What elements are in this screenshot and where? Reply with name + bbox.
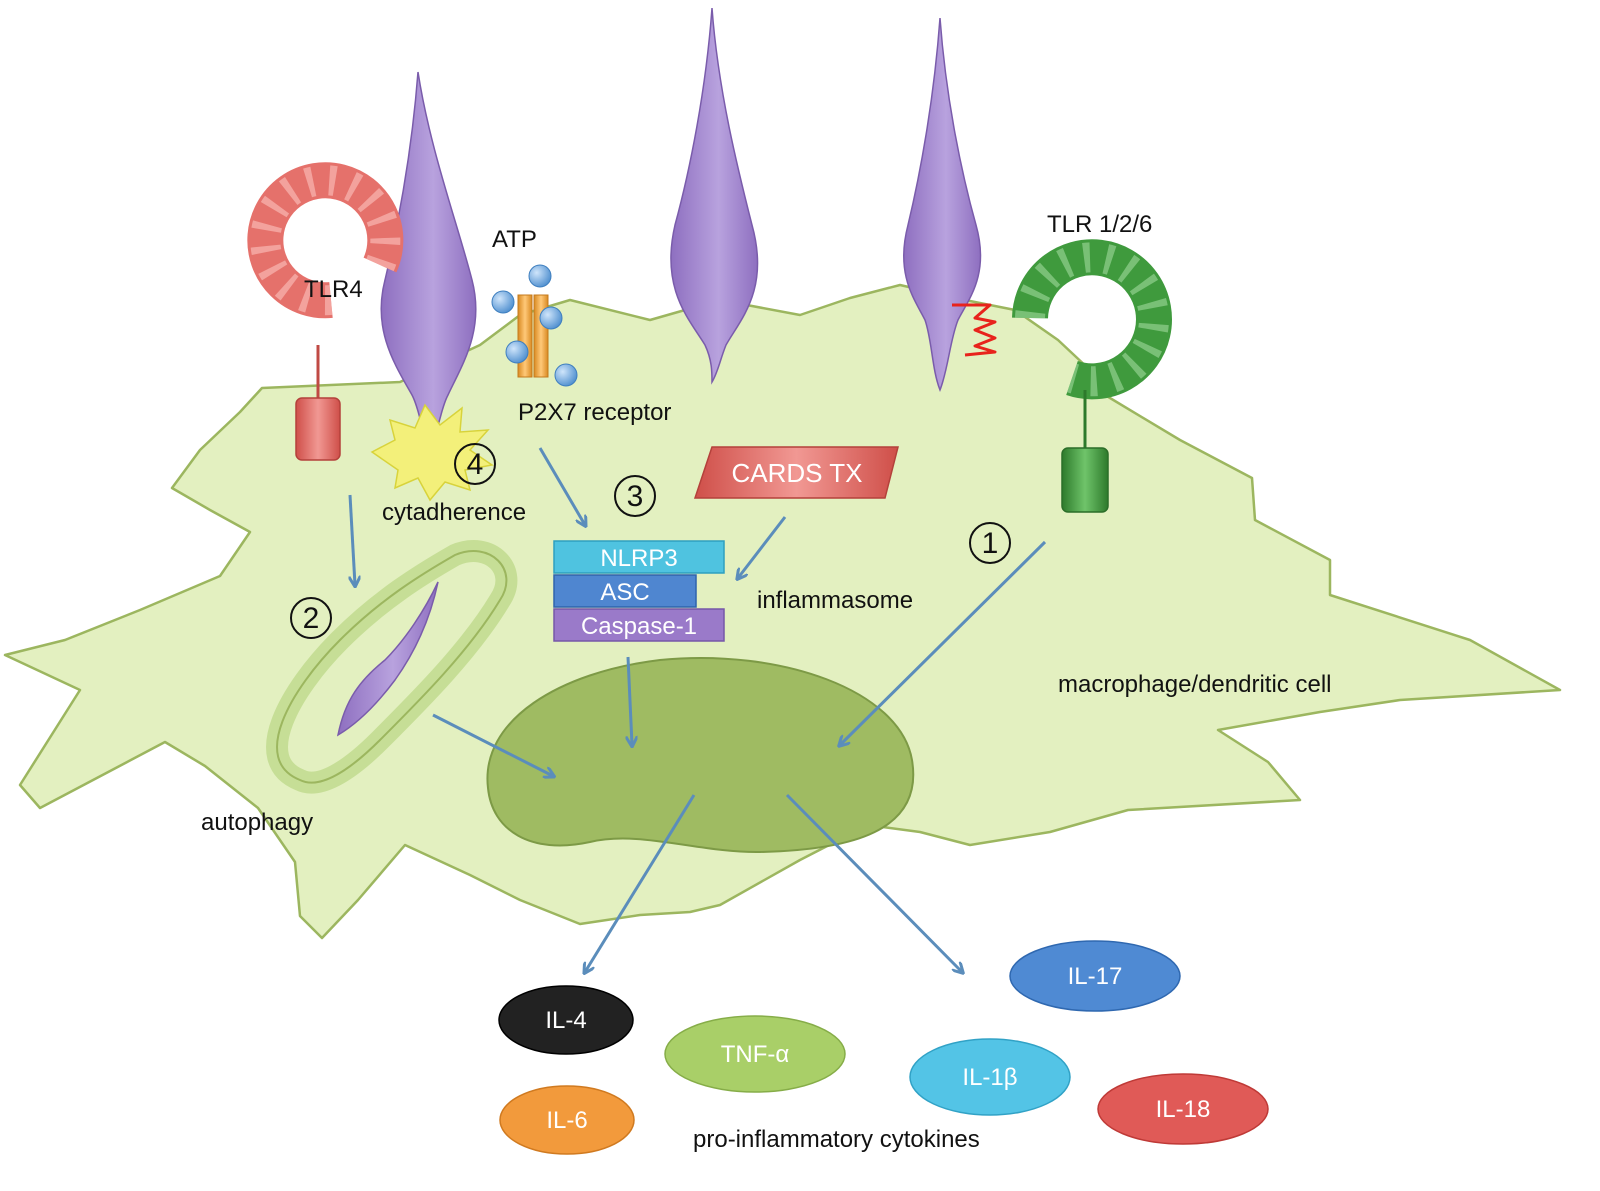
arrow-inflammasome-to-nucleus — [628, 656, 632, 745]
step-2-marker: 2 — [290, 597, 332, 639]
cytokines-caption: pro-inflammatory cytokines — [693, 1126, 980, 1153]
atp-molecules — [491, 264, 578, 387]
arrow-tlr126-to-nucleus — [840, 540, 1047, 745]
tlr4-receptor — [247, 162, 404, 461]
atp-label: ATP — [492, 226, 537, 253]
svg-text:TNF-α: TNF-α — [721, 1041, 790, 1068]
arrow-cardstx-to-inflammasome — [738, 516, 787, 578]
p2x7-label: P2X7 receptor — [518, 399, 671, 426]
cytokine-il18: IL-18 — [1097, 1073, 1269, 1145]
cytadherence-label: cytadherence — [382, 499, 526, 526]
pathway-arrows — [348, 447, 1047, 972]
cards-tx-label: CARDS TX — [732, 458, 863, 488]
svg-text:IL-18: IL-18 — [1156, 1096, 1211, 1123]
svg-text:2: 2 — [303, 602, 320, 635]
step-4-marker: 4 — [454, 443, 496, 485]
svg-text:IL-4: IL-4 — [545, 1007, 586, 1034]
svg-text:3: 3 — [627, 480, 644, 513]
cytokine-tnf-alpha: TNF-α — [664, 1015, 846, 1093]
mycoplasma-middle — [670, 7, 759, 385]
cell-label: macrophage/dendritic cell — [1058, 671, 1331, 698]
step-1-marker: 1 — [969, 522, 1011, 564]
inflammasome-stack: NLRP3 ASC Caspase-1 — [553, 540, 725, 642]
arrow-nucleus-to-left-cytokines — [585, 794, 696, 972]
arrow-tlr4-to-autophagy — [348, 494, 355, 585]
arrow-autophagy-to-nucleus — [432, 713, 553, 776]
nlrp3-label: NLRP3 — [600, 545, 677, 572]
svg-text:IL-1β: IL-1β — [962, 1064, 1017, 1091]
nucleus — [486, 656, 915, 854]
cytokine-il6: IL-6 — [499, 1085, 635, 1155]
tlr126-label: TLR 1/2/6 — [1047, 211, 1152, 238]
step-3-marker: 3 — [614, 475, 656, 517]
tlr126-receptor — [1012, 239, 1172, 513]
cytadherence-burst — [370, 403, 494, 502]
svg-text:IL-17: IL-17 — [1068, 963, 1123, 990]
autophagy-label: autophagy — [201, 809, 313, 836]
cytokine-il4: IL-4 — [498, 985, 634, 1055]
asc-label: ASC — [600, 579, 649, 606]
svg-text:4: 4 — [467, 448, 484, 481]
arrow-p2x7-to-inflammasome — [538, 447, 585, 525]
svg-text:IL-6: IL-6 — [546, 1107, 587, 1134]
arrow-nucleus-to-right-cytokines — [785, 793, 962, 972]
inflammasome-label: inflammasome — [757, 587, 913, 614]
cytokine-il17: IL-17 — [1009, 940, 1181, 1012]
cytokine-il1b: IL-1β — [909, 1038, 1071, 1116]
mycoplasma-engulfed — [336, 581, 439, 737]
mycoplasma-right — [903, 17, 982, 393]
autophagosome — [266, 540, 518, 794]
cards-tx: CARDS TX — [693, 446, 899, 499]
tlr4-label: TLR4 — [304, 276, 363, 303]
caspase-label: Caspase-1 — [581, 613, 697, 640]
svg-text:1: 1 — [982, 527, 999, 560]
adhesin-squiggle — [952, 303, 997, 357]
